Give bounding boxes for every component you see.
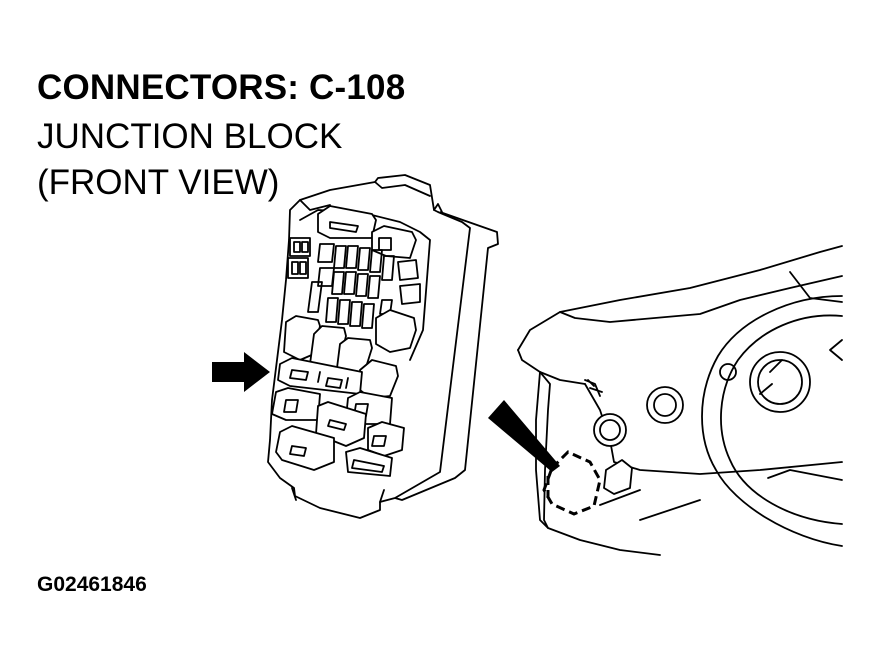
junction-block-illustration [267,174,499,519]
location-wedge-icon [488,400,560,472]
pointer-arrow-icon [212,352,270,392]
subtitle-view: (FRONT VIEW) [37,163,280,202]
figure-code: G02461846 [37,573,147,596]
subtitle-component: JUNCTION BLOCK [37,117,343,156]
dashboard-illustration [517,245,843,556]
diagram-title: CONNECTORS: C-108 [37,68,406,107]
